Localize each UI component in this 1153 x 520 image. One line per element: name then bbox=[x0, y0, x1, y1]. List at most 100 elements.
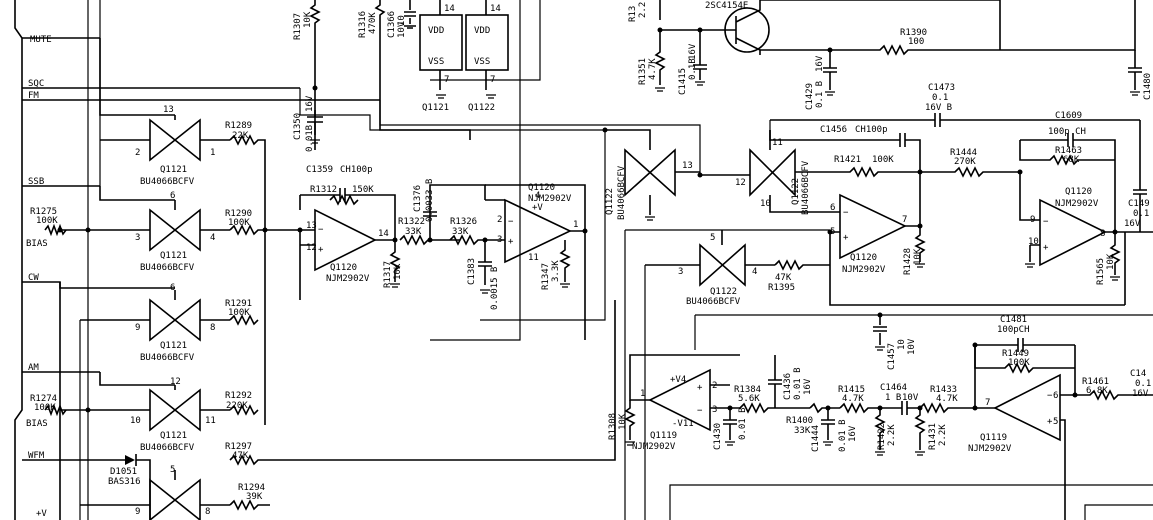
resistor-r1290: R1290 100K bbox=[225, 209, 300, 236]
svg-text:5: 5 bbox=[710, 233, 715, 243]
switch-s5: 5 9 8 bbox=[80, 465, 230, 520]
svg-text:100K: 100K bbox=[228, 218, 250, 228]
resistor-r1449: R1449 100K bbox=[974, 345, 1075, 374]
svg-text:Q1119: Q1119 bbox=[980, 433, 1007, 443]
svg-text:Q1122: Q1122 bbox=[605, 188, 615, 215]
svg-text:VSS: VSS bbox=[428, 57, 444, 67]
svg-text:NJM2902V: NJM2902V bbox=[632, 442, 676, 452]
svg-text:68K: 68K bbox=[1063, 155, 1080, 165]
svg-text:+: + bbox=[843, 233, 849, 243]
svg-text:6.8K: 6.8K bbox=[1086, 386, 1108, 396]
svg-text:11: 11 bbox=[528, 253, 539, 263]
capacitor-c149x: C149 0.1 16V bbox=[1124, 120, 1150, 232]
svg-text:470K: 470K bbox=[368, 12, 378, 34]
svg-text:C1366: C1366 bbox=[387, 11, 397, 38]
svg-text:10V: 10V bbox=[397, 21, 407, 38]
svg-text:C1415: C1415 bbox=[678, 68, 688, 95]
svg-text:9: 9 bbox=[135, 323, 140, 333]
svg-text:100K: 100K bbox=[34, 403, 56, 413]
svg-text:6: 6 bbox=[830, 203, 835, 213]
svg-text:2.2: 2.2 bbox=[638, 2, 648, 18]
svg-text:R1390: R1390 bbox=[900, 28, 927, 38]
svg-text:BU4066BCFV: BU4066BCFV bbox=[140, 353, 195, 363]
svg-text:R1565: R1565 bbox=[1096, 258, 1106, 285]
svg-text:3: 3 bbox=[497, 235, 502, 245]
resistor-r1463: R1463 68K bbox=[1019, 140, 1115, 166]
resistor-r1384: R1384 5.6K bbox=[734, 385, 810, 414]
svg-text:0.01 B: 0.01 B bbox=[838, 419, 848, 452]
switch-q1122b: 11 12 10 Q1122 BU4066BCFV bbox=[700, 130, 830, 215]
svg-text:R1294: R1294 bbox=[238, 483, 265, 493]
resistor-r1461: R1461 6.8K bbox=[1075, 377, 1153, 401]
svg-text:10K: 10K bbox=[393, 263, 403, 280]
svg-text:10: 10 bbox=[760, 199, 771, 209]
svg-text:Q1122: Q1122 bbox=[710, 287, 737, 297]
svg-text:100K: 100K bbox=[36, 216, 58, 226]
svg-text:+: + bbox=[318, 245, 324, 255]
svg-text:270K: 270K bbox=[954, 157, 976, 167]
svg-text:NJM2902V: NJM2902V bbox=[1055, 199, 1099, 209]
svg-text:100K: 100K bbox=[228, 308, 250, 318]
svg-text:8: 8 bbox=[1100, 229, 1105, 239]
svg-text:−: − bbox=[318, 225, 324, 235]
svg-text:13: 13 bbox=[682, 161, 693, 171]
resistor-r1292: R1292 220K bbox=[225, 391, 259, 416]
svg-text:10: 10 bbox=[897, 339, 907, 350]
svg-text:0.01 B: 0.01 B bbox=[738, 407, 748, 440]
resistor-r13x: R13 2.2 bbox=[628, 0, 661, 22]
capacitor-c1464: C1464 1 B 10V bbox=[880, 383, 920, 415]
svg-text:13: 13 bbox=[163, 105, 174, 115]
svg-text:R1274: R1274 bbox=[30, 394, 57, 404]
svg-text:R1290: R1290 bbox=[225, 209, 252, 219]
svg-text:33K: 33K bbox=[405, 227, 422, 237]
svg-text:1: 1 bbox=[640, 389, 645, 399]
svg-text:0.1 B: 0.1 B bbox=[815, 81, 825, 108]
opamp-oa3: − + 6 5 7 Q1120 NJM2902V bbox=[829, 193, 1125, 306]
svg-text:16V: 16V bbox=[815, 55, 825, 72]
resistor-r1390: R1390 100 bbox=[760, 0, 1136, 56]
switch-s1: 13 2 1 Q1121 BU4066BCFV bbox=[99, 38, 230, 187]
svg-text:14: 14 bbox=[378, 229, 389, 239]
svg-text:1: 1 bbox=[573, 220, 578, 230]
svg-text:6: 6 bbox=[1053, 391, 1058, 401]
svg-text:R1421: R1421 bbox=[834, 155, 861, 165]
resistor-r1289: R1289 22K bbox=[225, 121, 266, 425]
svg-text:3: 3 bbox=[135, 233, 140, 243]
switch-q1122c: 5 3 4 Q1122 BU4066BCFV bbox=[645, 230, 775, 307]
svg-text:R1292: R1292 bbox=[225, 391, 252, 401]
svg-text:2: 2 bbox=[497, 215, 502, 225]
capacitor-c1436: C1436 0.01 B 16V bbox=[768, 355, 813, 408]
svg-text:C1376: C1376 bbox=[413, 185, 423, 212]
svg-text:13: 13 bbox=[306, 221, 317, 231]
resistor-r1395: 47K R1395 bbox=[768, 259, 830, 293]
net-label-cw: CW bbox=[28, 273, 39, 283]
svg-text:10: 10 bbox=[397, 15, 407, 26]
svg-text:C149: C149 bbox=[1128, 199, 1150, 209]
svg-text:220K: 220K bbox=[226, 401, 248, 411]
svg-text:14: 14 bbox=[444, 4, 455, 14]
svg-text:10K: 10K bbox=[618, 413, 628, 430]
svg-text:R1415: R1415 bbox=[838, 385, 865, 395]
svg-text:NJM2902V: NJM2902V bbox=[528, 194, 572, 204]
opamp-oa5: + − 2 3 1 +V4 -V11 Q1119 NJM2902V bbox=[629, 354, 740, 452]
svg-text:6: 6 bbox=[170, 283, 175, 293]
svg-text:10K: 10K bbox=[1106, 253, 1116, 270]
svg-text:4.7K: 4.7K bbox=[842, 394, 864, 404]
svg-text:BU4066BCFV: BU4066BCFV bbox=[686, 297, 741, 307]
resistor-r1444: R1444 270K bbox=[920, 148, 1040, 221]
svg-text:5: 5 bbox=[1053, 417, 1058, 427]
svg-text:C1359: C1359 bbox=[306, 165, 333, 175]
svg-text:C1456: C1456 bbox=[820, 125, 847, 135]
svg-text:C1481: C1481 bbox=[1000, 315, 1027, 325]
svg-text:R1433: R1433 bbox=[930, 385, 957, 395]
svg-text:11: 11 bbox=[772, 138, 783, 148]
svg-text:14: 14 bbox=[490, 4, 501, 14]
svg-text:9: 9 bbox=[1030, 215, 1035, 225]
svg-text:33K: 33K bbox=[452, 227, 469, 237]
resistor-r1433: R1433 4.7K bbox=[919, 385, 975, 414]
svg-text:Q1121: Q1121 bbox=[160, 165, 187, 175]
svg-text:BU4066BCFV: BU4066BCFV bbox=[801, 160, 811, 215]
net-label-bias-1: BIAS bbox=[26, 239, 48, 249]
svg-text:0.1B: 0.1B bbox=[688, 58, 698, 80]
svg-text:0.0015 B: 0.0015 B bbox=[490, 267, 500, 310]
